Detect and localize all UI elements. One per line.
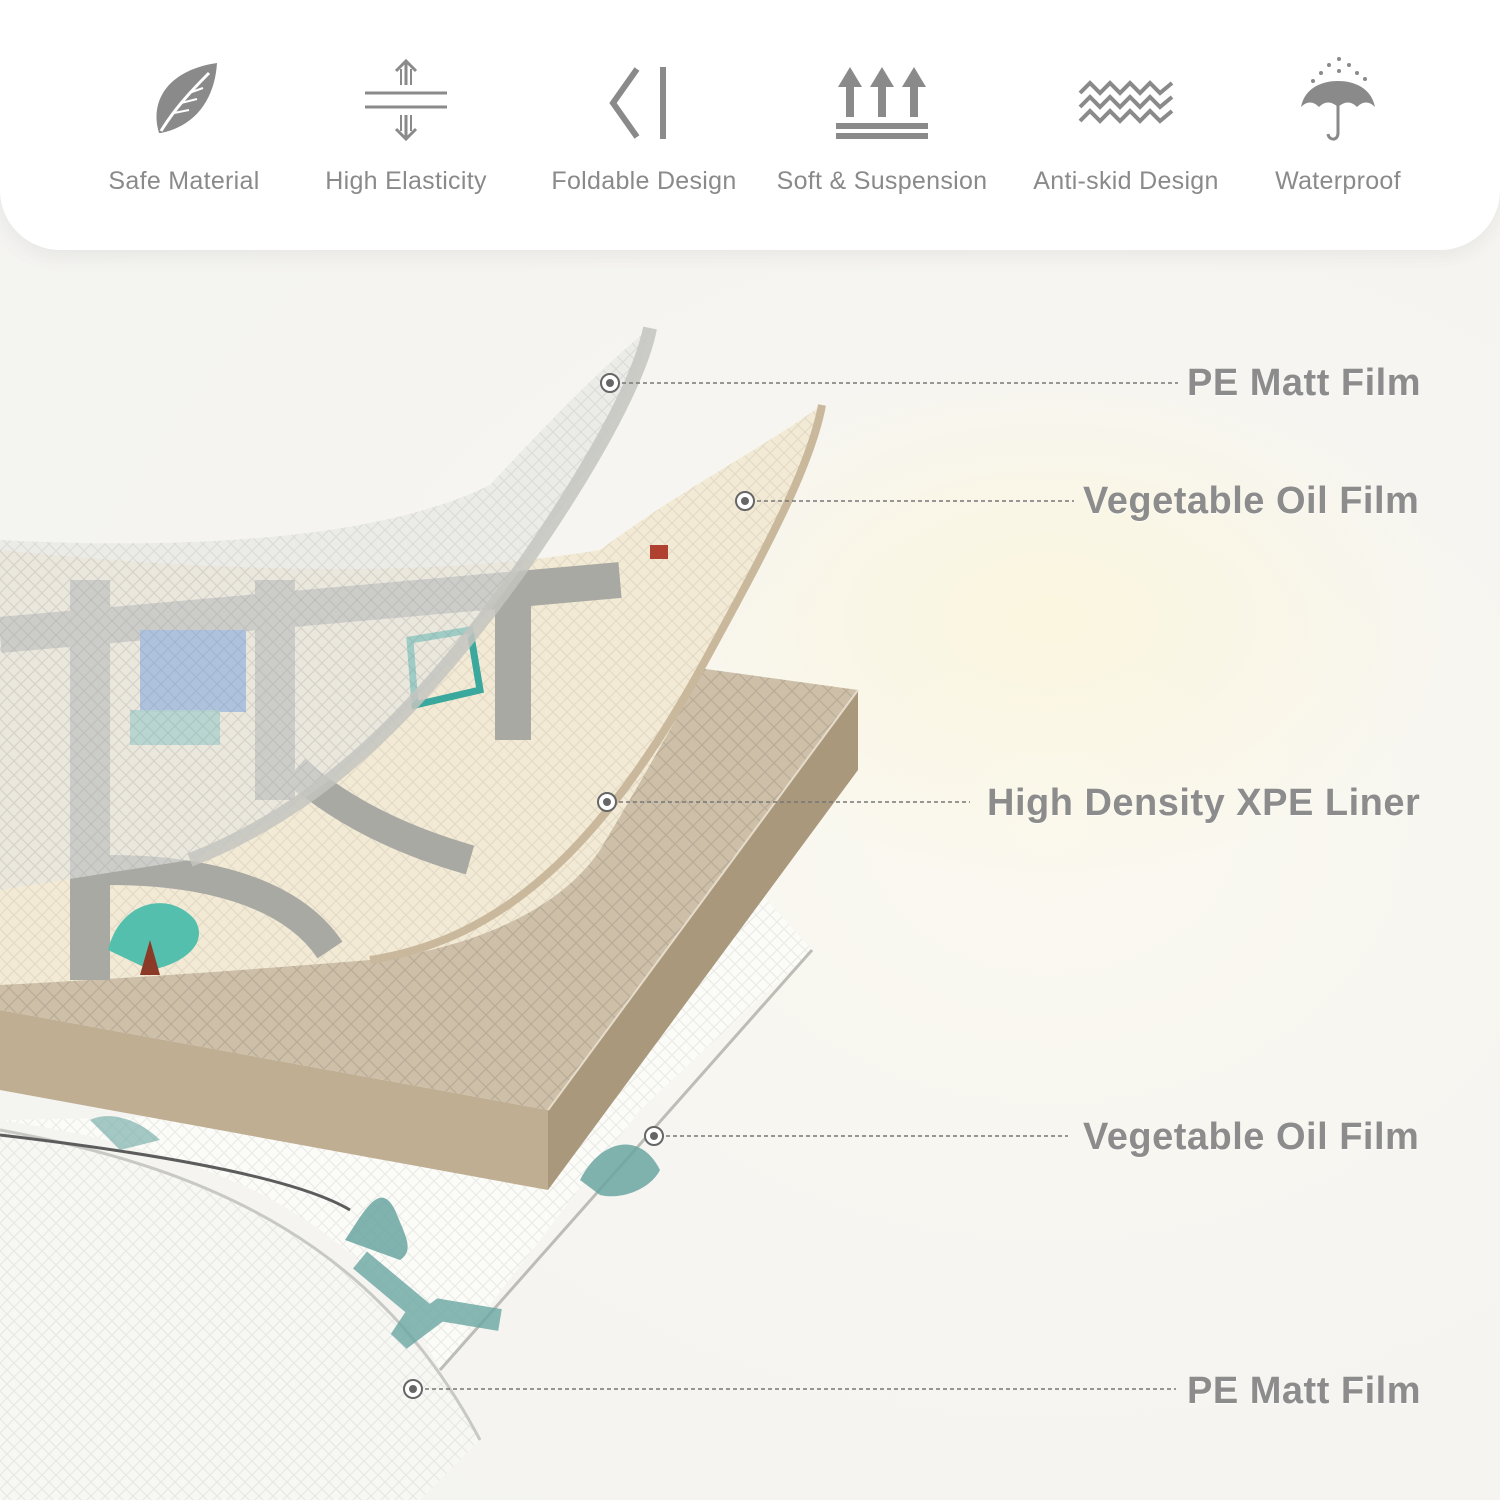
feature-bar bbox=[0, 0, 1500, 250]
feature-high-elasticity: High Elasticity bbox=[286, 55, 526, 205]
feature-soft-suspension: Soft & Suspension bbox=[762, 55, 1002, 205]
layer-label-vegetable-oil-film-top: Vegetable Oil Film bbox=[1083, 480, 1420, 522]
callout-line-1 bbox=[600, 373, 1178, 393]
fold-icon bbox=[609, 67, 666, 139]
feature-label: Anti-skid Design bbox=[1033, 167, 1219, 195]
layer-label-pe-matt-film-bottom: PE Matt Film bbox=[1187, 1370, 1422, 1412]
umbrella-rain-icon bbox=[1301, 57, 1375, 141]
feature-label: Waterproof bbox=[1275, 167, 1401, 195]
callout-line-3 bbox=[597, 792, 970, 812]
feature-label: Soft & Suspension bbox=[776, 167, 988, 195]
callout-line-2 bbox=[735, 491, 1074, 511]
layered-mat-illustration bbox=[0, 326, 1470, 1500]
upward-arrows-icon bbox=[836, 67, 928, 139]
elasticity-arrows-icon bbox=[365, 58, 447, 142]
callout-line-4 bbox=[644, 1126, 1068, 1146]
map-tree bbox=[108, 903, 199, 970]
layer-label-pe-matt-film-top: PE Matt Film bbox=[1187, 362, 1422, 404]
callout-line-5 bbox=[403, 1379, 1176, 1399]
bottom-pe-matt-film bbox=[0, 1128, 482, 1500]
feature-safe-material: Safe Material bbox=[64, 55, 304, 205]
feature-anti-skid-design: Anti-skid Design bbox=[1006, 55, 1246, 205]
feature-label: Foldable Design bbox=[551, 167, 737, 195]
layer-label-xpe-liner: High Density XPE Liner bbox=[987, 782, 1421, 824]
feature-foldable-design: Foldable Design bbox=[524, 55, 764, 205]
top-pe-matt-film bbox=[0, 326, 657, 890]
feature-waterproof: Waterproof bbox=[1218, 55, 1458, 205]
feature-label: Safe Material bbox=[108, 167, 260, 195]
feature-label: High Elasticity bbox=[325, 167, 487, 195]
layer-label-vegetable-oil-film-bottom: Vegetable Oil Film bbox=[1083, 1116, 1420, 1158]
zigzag-icon bbox=[1078, 80, 1174, 124]
leaf-icon bbox=[156, 63, 217, 133]
